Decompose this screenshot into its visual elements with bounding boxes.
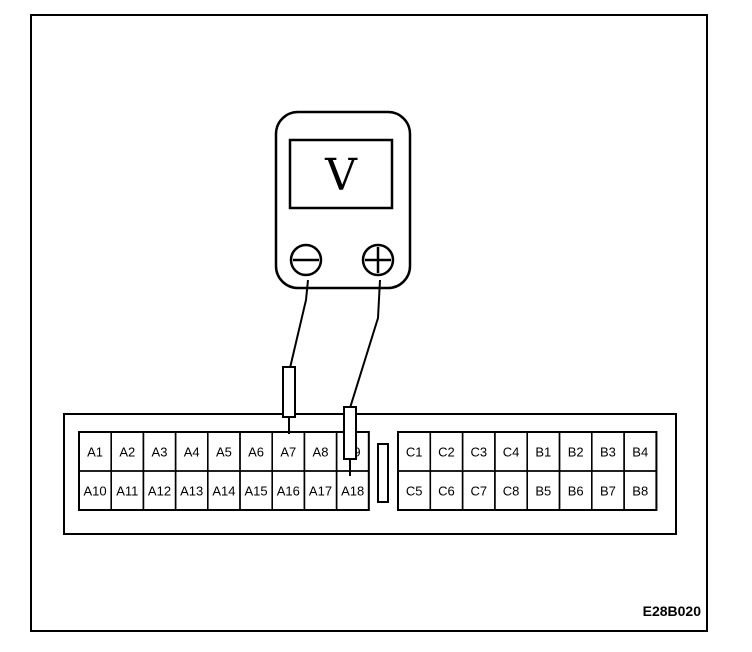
figure-code: E28B020: [643, 603, 702, 619]
pin-label-a5: A5: [216, 445, 232, 460]
pin-label-c1: C1: [406, 445, 423, 460]
pin-label-b5: B5: [535, 484, 551, 499]
pin-label-c3: C3: [470, 445, 487, 460]
positive-probe: [343, 406, 357, 460]
pin-label-a6: A6: [248, 445, 264, 460]
connector: A1A2A3A4A5A6A7A8A9A10A11A12A13A14A15A16A…: [63, 413, 677, 535]
pin-cell-a18: [335, 470, 370, 511]
pin-label-b4: B4: [632, 445, 648, 460]
pin-label-c4: C4: [503, 445, 520, 460]
pin-label-b8: B8: [632, 484, 648, 499]
negative-terminal-icon: [289, 243, 323, 277]
pin-label-a15: A15: [245, 484, 268, 499]
pin-label-a4: A4: [184, 445, 200, 460]
pin-label-a17: A17: [309, 484, 332, 499]
connector-key: [377, 443, 389, 503]
voltmeter: V: [274, 110, 412, 290]
pin-label-a16: A16: [277, 484, 300, 499]
pin-label-b6: B6: [568, 484, 584, 499]
connector-housing: [63, 413, 677, 535]
pin-label-b7: B7: [600, 484, 616, 499]
pin-label-a11: A11: [116, 484, 138, 499]
pin-label-a10: A10: [84, 484, 107, 499]
pin-label-a7: A7: [280, 445, 296, 460]
connector-left-block: A1A2A3A4A5A6A7A8A9A10A11A12A13A14A15A16A…: [78, 431, 370, 511]
pin-label-a2: A2: [119, 445, 135, 460]
pin-label-b1: B1: [535, 445, 551, 460]
negative-lead: [289, 279, 309, 369]
voltmeter-display: [288, 138, 394, 210]
pin-label-a8: A8: [313, 445, 329, 460]
pin-label-a13: A13: [180, 484, 203, 499]
pin-label-c5: C5: [406, 484, 423, 499]
pin-label-a3: A3: [152, 445, 168, 460]
pin-label-a14: A14: [212, 484, 235, 499]
pin-label-b3: B3: [600, 445, 616, 460]
pin-cell-b8: [623, 470, 658, 511]
pin-label-c7: C7: [470, 484, 487, 499]
positive-lead: [349, 279, 381, 409]
pin-label-c2: C2: [438, 445, 455, 460]
probe-leads: [282, 279, 381, 476]
pin-label-a12: A12: [148, 484, 171, 499]
positive-terminal-icon: [361, 243, 395, 277]
pin-label-c6: C6: [438, 484, 455, 499]
pin-label-b2: B2: [568, 445, 584, 460]
voltmeter-display-letter: V: [324, 150, 358, 201]
negative-probe: [282, 366, 296, 418]
pin-label-a1: A1: [87, 445, 103, 460]
pin-label-c8: C8: [503, 484, 520, 499]
pin-label-a18: A18: [341, 484, 364, 499]
